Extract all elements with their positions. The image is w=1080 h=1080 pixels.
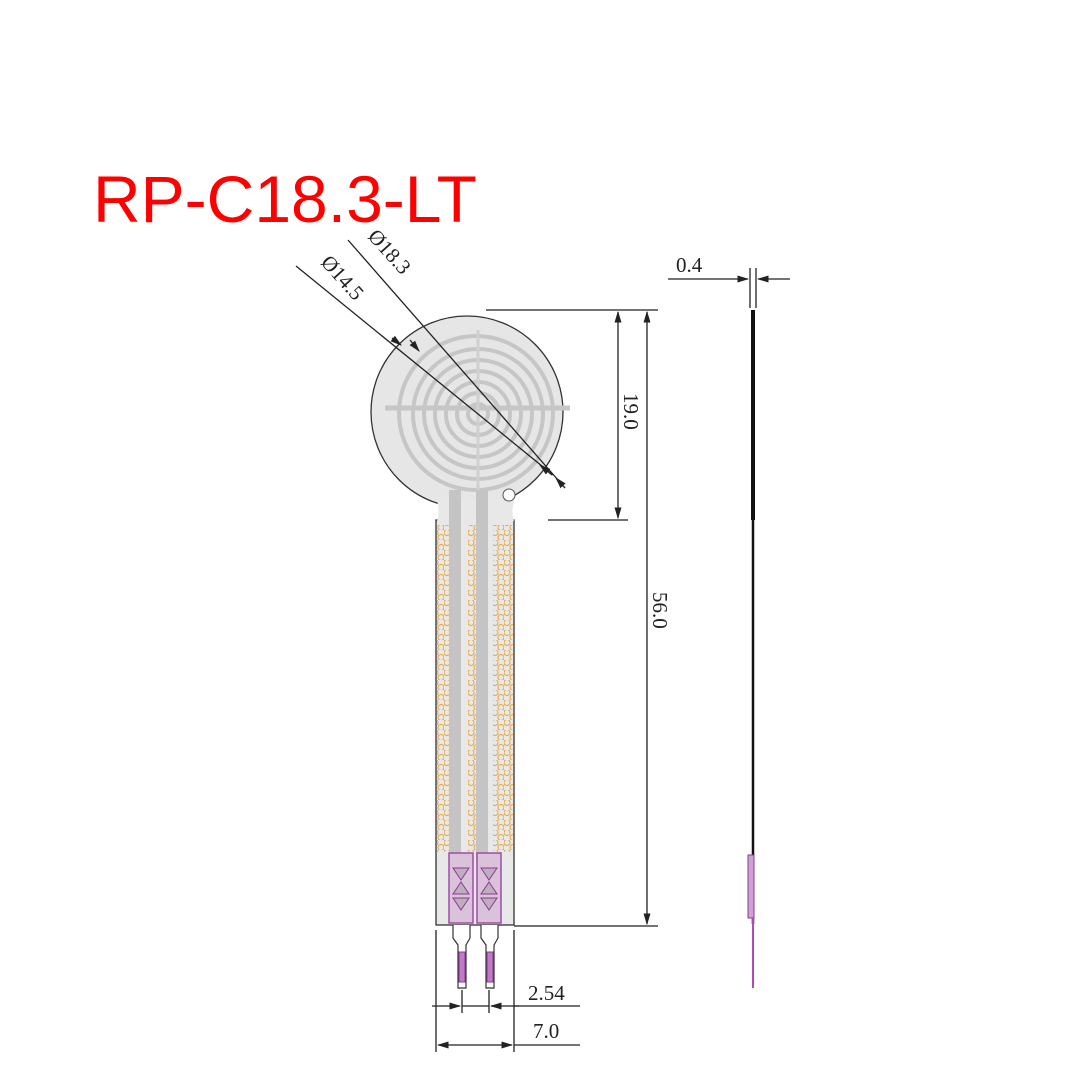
inner-diameter-label: Ø14.5 (316, 250, 369, 305)
tail-width-label: 7.0 (533, 1019, 559, 1043)
bottom-dimensions: 2.54 7.0 (432, 930, 580, 1052)
head-height-label: 19.0 (619, 393, 643, 430)
connector-pins (452, 925, 499, 989)
sensor-side-view: 0.4 (668, 253, 790, 988)
signal-traces (449, 490, 488, 860)
connector-pads (448, 852, 502, 924)
pin-pitch-label: 2.54 (528, 981, 565, 1005)
part-number-title: RP-C18.3-LT (93, 162, 477, 236)
thickness-label: 0.4 (676, 253, 703, 277)
outer-diameter-leader (347, 239, 566, 489)
vertical-dimensions: 19.0 56.0 (486, 309, 672, 927)
inner-diameter-leader (295, 265, 554, 476)
side-connector (747, 854, 755, 919)
total-length-label: 56.0 (648, 592, 672, 629)
mesh-right (493, 525, 513, 852)
side-head-thickness (751, 310, 755, 520)
sensor-front-view (370, 315, 570, 989)
head-neck (437, 500, 514, 521)
interdigitated-electrode (385, 330, 570, 500)
locator-hole (502, 488, 516, 502)
